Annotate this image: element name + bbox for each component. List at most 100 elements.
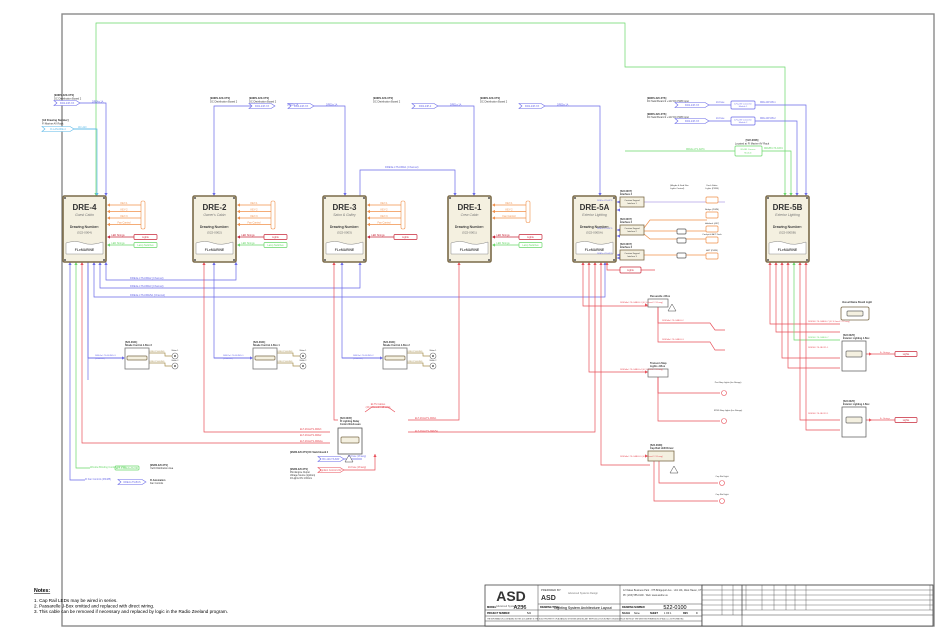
wire-label: DRE2a LTS-BLIND-1 [223, 355, 244, 357]
relay-line-dre5a [408, 262, 596, 433]
relay-top-line [364, 406, 396, 413]
source-ref: [ENRS-320-XTS] [647, 113, 666, 116]
engine-source-label: Pilot Engine Output [290, 471, 310, 474]
model-label: MODEL [487, 605, 497, 609]
motor-line [277, 352, 300, 357]
wire-label: DRE1a 1A [450, 104, 462, 107]
controller-subtitle: Exterior Lighting [775, 213, 800, 217]
fan-connector [117, 479, 147, 485]
dre5b-branch-line [793, 262, 840, 341]
motor-wire-label: DRE LTS-BLIND [408, 351, 423, 353]
prepared-by-label: PREPARED BY: [541, 588, 562, 592]
lamp-label: LED Strings [241, 242, 255, 245]
output-label: KEY-2 [381, 209, 389, 212]
source-connector [287, 103, 315, 109]
source-ref: [ENRS-320-XTS] [210, 96, 230, 100]
interface-label: Interface 2 [620, 221, 633, 224]
engine-source-label: Voltage Source (Ignition) [290, 474, 315, 477]
drawing-number-label: Drawing Number: [330, 225, 359, 229]
arrow-icon [98, 262, 102, 265]
bus-label: DRE4a LTS-DRE5A (Channel) [130, 293, 165, 297]
brand-plate [575, 241, 614, 255]
drawing-number: (522-0004) [77, 231, 92, 235]
motor-icon [171, 362, 179, 370]
screw-icon [233, 197, 235, 199]
motor-wire-label: DRE LTS-BLIND [150, 351, 165, 353]
lamp-label: LED Strings [111, 242, 125, 245]
box-label: ELT-1-DRE4a-BLIND [116, 467, 139, 470]
arrow-icon [74, 262, 78, 265]
sheet-frame [61, 13, 935, 627]
output-label: KEY-3 [381, 215, 389, 218]
light-icon [721, 418, 727, 424]
engine-line [344, 454, 376, 471]
motor-label: Motor 2 [300, 359, 308, 362]
connector-label: 3002-24P-XX [685, 120, 700, 123]
dest-badge [705, 236, 719, 244]
relay-top-label: ELTS Cables [371, 403, 386, 406]
wire-label: DRE5B LTS-JBOX2-1 [808, 413, 829, 415]
bus-label: DRE4a LTS-DRE2 (Channel) [130, 276, 164, 280]
arrow-icon [645, 303, 648, 307]
controller-dre-2 [192, 195, 237, 263]
av-connector [41, 126, 75, 132]
relay-line-dre3 [333, 262, 338, 421]
shade-driver [384, 355, 406, 361]
warning-icon [667, 303, 677, 312]
source-connector [53, 100, 81, 106]
brand-plate [325, 241, 364, 255]
wire-label: DRE-24P-DB-2 [760, 118, 776, 120]
terminal-strip [400, 200, 406, 230]
interface-output-line [643, 219, 707, 229]
screw-icon [64, 197, 66, 199]
arrow-icon [786, 262, 790, 265]
wire-label: DRE5a LTS-KPD [597, 253, 613, 255]
source-connector [411, 103, 439, 109]
relay-input-label: ELT-28-ELTS-DRE2 [300, 434, 322, 437]
arrow-icon [237, 216, 240, 220]
controller-id: DRE-5A [580, 203, 610, 212]
arrow-icon [237, 222, 240, 227]
bus-dre4-dre5a [93, 262, 606, 298]
arrow-icon [367, 235, 370, 239]
arrow-icon [492, 203, 495, 207]
drawing-number-label: DRAWING NUMBER [622, 606, 645, 609]
arrow-icon [367, 203, 370, 207]
output-label: Fan Control [117, 222, 131, 225]
arrow-icon [492, 209, 495, 214]
power-feed-line [755, 104, 807, 196]
dre5b-branch-line [781, 262, 840, 359]
source-connector [674, 118, 710, 124]
notes-section: Notes: 1. Cap Rail LEDs may be wired in … [34, 588, 228, 614]
arrow-icon [789, 193, 793, 196]
sheet-label: SHEET [650, 612, 659, 615]
output-label: KEY-1 [381, 202, 389, 205]
engine-connector [317, 467, 345, 473]
drawing-title: Lighting System Architecture Layout [554, 606, 611, 610]
controller-id: DRE-5B [773, 203, 803, 212]
dest-ref: FI Automation [150, 479, 166, 482]
arrow-icon [234, 262, 238, 265]
project-label: PROJECT NUMBER [487, 612, 510, 615]
screw-icon [806, 259, 808, 261]
relay-output-label: ELT-28-ELTS-DRE5A [415, 430, 438, 433]
arrow-icon [104, 262, 108, 265]
controller-dre-3 [322, 195, 367, 263]
fan-control-line [69, 262, 85, 481]
screw-icon [574, 197, 576, 199]
data-line [762, 150, 792, 196]
source-label: DC Distribution Board 2 [249, 100, 277, 104]
screw-icon [194, 197, 196, 199]
keypad-interface-box [619, 224, 645, 236]
lamp-switches-badge [263, 242, 288, 248]
arrow-icon [212, 262, 216, 265]
drawing-number-label: Drawing Number: [580, 225, 609, 229]
motor-label: Motor 2 [430, 359, 438, 362]
fuse-label: 2A Fuse [716, 117, 725, 120]
interface-output-line [643, 233, 707, 240]
arrow-icon [593, 262, 597, 265]
arrow-icon [599, 262, 603, 265]
motor-wire-label: DRE LTS-BLIND [408, 361, 423, 363]
relay-ref: [522-0035] [340, 417, 352, 420]
